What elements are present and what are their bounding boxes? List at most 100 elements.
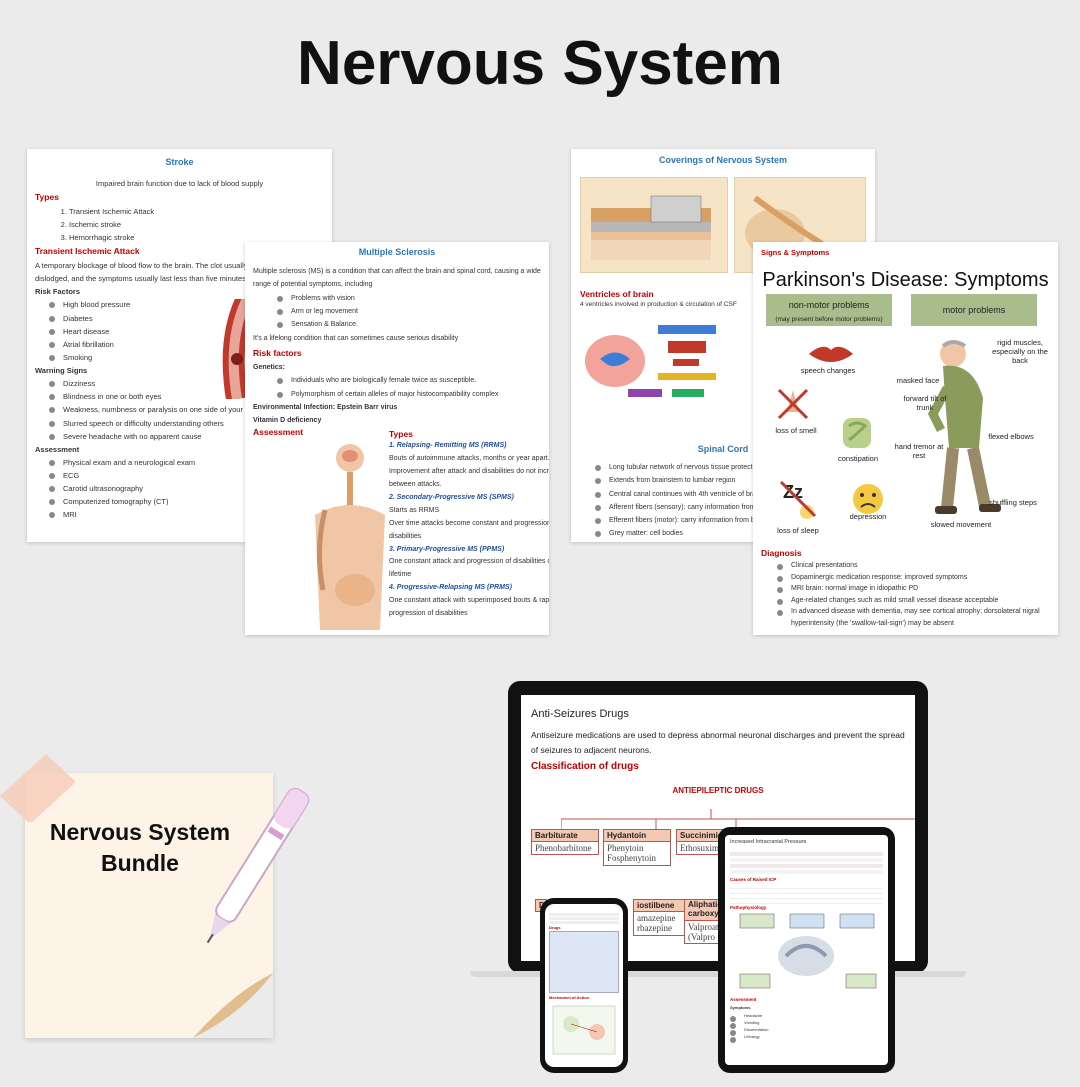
- pk-title: Parkinson's Disease: Symptoms: [762, 269, 1049, 292]
- list-item: Afferent fibers (sensory): carry informa…: [595, 501, 871, 514]
- ms-type-1: 1. Relapsing- Remitting MS (RRMS): [389, 442, 507, 449]
- ms-vitd: Vitamin D deficiency: [253, 417, 322, 425]
- drug-column: Barbiturate Phenobarbitone: [531, 829, 599, 856]
- laptop-title: Anti-Seizures Drugs: [531, 708, 629, 720]
- spinal-list: Long tubular network of nervous tissue p…: [581, 461, 871, 541]
- ms-type-2-text: Starts as RRMS: [389, 506, 440, 514]
- ms-type-2-text: Over time attacks become constant and pr…: [389, 519, 549, 527]
- tablet-patho-heading: Pathophysiology: [730, 904, 767, 910]
- drug-cell: Phenobarbitone: [531, 842, 599, 856]
- elderly-man-illustration: [927, 340, 1001, 514]
- list-item: Long tubular network of nervous tissue p…: [595, 461, 871, 474]
- intestine-icon: [843, 418, 871, 448]
- spinal-cord-title: Spinal Cord: [697, 444, 749, 454]
- pk-diagnosis-heading: Diagnosis: [761, 548, 802, 558]
- brain-ventricles-illustration: [585, 325, 716, 397]
- page-curl: [193, 973, 273, 1038]
- tia-text: A temporary blockage of blood flow to th…: [35, 261, 256, 270]
- pk-label: loss of smell: [775, 426, 817, 435]
- stroke-intro: Impaired brain function due to lack of b…: [95, 178, 264, 188]
- list-item: Vomiting: [730, 1019, 883, 1030]
- classification-heading: Classification of drugs: [531, 760, 639, 772]
- list-item: Grey matter: cell bodies: [595, 527, 871, 540]
- list-item: Weakness, numbness or paralysis on one s…: [49, 403, 324, 416]
- ms-symptoms: Problems with vision Arm or leg movement…: [253, 292, 541, 332]
- ms-intro: Multiple sclerosis (MS) is a condition t…: [253, 268, 541, 276]
- list-item: Individuals who are biologically female …: [277, 374, 541, 387]
- pk-label: masked face: [896, 376, 940, 385]
- tablet-assessment-heading: Assessment: [730, 997, 757, 1003]
- ms-types: 1. Relapsing- Remitting MS (RRMS) Bouts …: [389, 440, 549, 621]
- ms-type-4-text: progression of disabilities: [389, 610, 468, 618]
- drug-class-head: Barbiturate: [531, 829, 599, 842]
- ms-risk-heading: Risk factors: [253, 347, 302, 358]
- pk-diagnosis-list: Clinical presentations Dopaminergic medi…: [763, 560, 1051, 629]
- list-item: Central canal continues with 4th ventric…: [595, 488, 871, 501]
- list-item: Diabetes: [49, 312, 324, 325]
- list-item: Heart disease: [49, 325, 324, 338]
- tablet-symptoms-heading: Symptoms: [730, 1005, 751, 1011]
- list-item: High blood pressure: [49, 298, 324, 311]
- list-item: ECG: [49, 469, 324, 482]
- ms-type-1-text: between attacks.: [389, 480, 442, 488]
- risk-list: High blood pressure Diabetes Heart disea…: [35, 298, 324, 364]
- pk-label: shuffling steps: [989, 498, 1037, 507]
- laptop-text: Antiseizure medications are used to depr…: [531, 730, 905, 756]
- list-item: Dopaminergic medication response: improv…: [777, 572, 1051, 584]
- tablet-symptoms: Headache Vomiting Disorientation Letharg…: [730, 1012, 883, 1044]
- list-item: Transient Ischemic Attack: [69, 205, 324, 218]
- drug-class-head: iostilbene: [633, 899, 687, 912]
- stroke-types-heading: Types: [35, 191, 59, 202]
- moa-diagram: [552, 1005, 616, 1055]
- tia-heading: Transient Ischemic Attack: [35, 246, 140, 257]
- tablet-title: Increased Intracranial Pressure: [730, 839, 807, 845]
- page-title: Nervous System: [297, 29, 783, 98]
- ms-assessment-heading: Assessment: [253, 427, 304, 437]
- ms-genetics-heading: Genetics:: [253, 364, 285, 372]
- pen-icon: [206, 787, 310, 944]
- drug-class-head: Hydantoin: [603, 829, 671, 842]
- tablet-screen: Increased Intracranial Pressure Causes o…: [725, 835, 888, 1065]
- warning-list: Dizziness Blindness in one or both eyes …: [35, 377, 324, 443]
- list-item: Lethargy: [730, 1033, 883, 1044]
- icp-diagram: [739, 913, 877, 989]
- list-item: Clinical presentations: [777, 560, 1051, 572]
- phone-moa-heading: Mechanism of Action: [549, 995, 590, 1001]
- parkinsons-page: Signs & Symptoms Parkinson's Disease: Sy…: [753, 242, 1058, 635]
- list-item: Ischemic stroke: [69, 218, 324, 231]
- drug-column: Aliphatic carboxyli Valproat(Valpro: [684, 899, 728, 945]
- pk-label: rigid muscles, especially on the back: [992, 338, 1048, 365]
- tablet-frame: Increased Intracranial Pressure Causes o…: [718, 827, 895, 1073]
- tablet-causes-heading: Causes of Raised ICP: [730, 876, 777, 882]
- list-item: Hemorrhagic stroke: [69, 231, 324, 244]
- warning-heading: Warning Signs: [35, 366, 88, 375]
- pk-motor: motor problems: [911, 294, 1037, 326]
- pk-nonmotor-box: non-motor problems (may present before m…: [766, 294, 892, 326]
- list-item: Blindness in one or both eyes: [49, 390, 324, 403]
- ms-type-1-text: Improvement after attack and disabilitie…: [389, 467, 549, 475]
- pk-label: slowed movement: [930, 520, 992, 529]
- risk-heading: Risk Factors: [35, 287, 81, 297]
- ms-type-2-text: disabilities: [389, 532, 422, 540]
- ms-type-2: 2. Secondary-Progressive MS (SPMS): [389, 493, 514, 501]
- phone-screen: Drugs Mechanism of Action: [545, 904, 623, 1067]
- list-item: Severe headache with no apparent cause: [49, 430, 324, 443]
- phone-drugs-heading: Drugs: [549, 925, 561, 930]
- drug-class-head: Aliphatic carboxyli: [684, 899, 728, 921]
- list-item: Carotid ultrasonography: [49, 482, 324, 495]
- pk-label: depression: [849, 512, 887, 521]
- lips-icon: [809, 346, 853, 362]
- meninges-diagram: [580, 177, 728, 273]
- list-item: MRI brain: normal image in idiopathic PD: [777, 583, 1051, 595]
- assessment-heading: Assessment: [35, 444, 80, 454]
- list-item: Dizziness: [49, 377, 324, 390]
- list-item: Efferent fibers (motor): carry informati…: [595, 514, 871, 527]
- list-item: Problems with vision: [277, 292, 541, 305]
- list-item: MRI: [49, 508, 324, 521]
- pk-nonmotor: non-motor problems: [788, 300, 870, 310]
- list-item: Age-related changes such as mild small v…: [777, 595, 1051, 607]
- ms-intro-2: range of potential symptoms, including: [253, 281, 373, 289]
- pk-signs-heading: Signs & Symptoms: [761, 248, 830, 257]
